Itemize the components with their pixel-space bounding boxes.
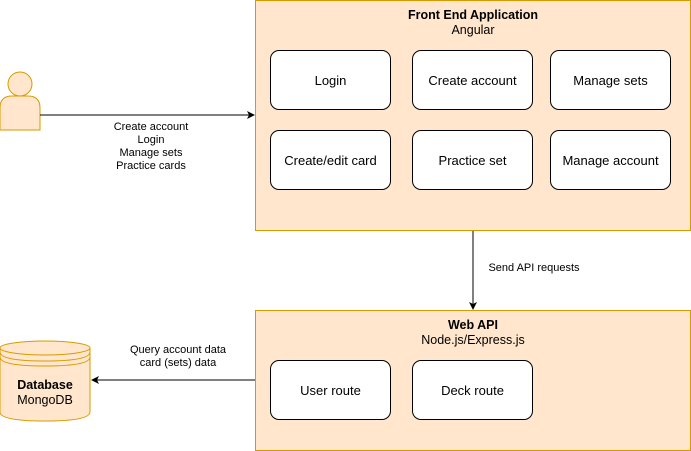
edge-label-line: card (sets) data xyxy=(139,357,217,369)
edge-label-line: Query account data xyxy=(129,344,226,356)
database-subtitle: MongoDB xyxy=(17,393,73,407)
create-account-box: Create account xyxy=(412,50,533,110)
database-title: Database xyxy=(17,378,73,392)
api-subtitle: Node.js/Express.js xyxy=(421,333,525,347)
api-title-block: Web API Node.js/Express.js xyxy=(256,318,690,348)
edge-label-query-data: Query account data card (sets) data xyxy=(110,344,246,370)
edge-label-user-actions: Create account Login Manage sets Practic… xyxy=(96,121,206,173)
database-label: Database MongoDB xyxy=(0,378,90,408)
edge-label-send-api-requests: Send API requests xyxy=(488,262,580,274)
login-box: Login xyxy=(270,50,391,110)
create-edit-card-box: Create/edit card xyxy=(270,130,391,190)
frontend-subtitle: Angular xyxy=(451,23,495,37)
edge-label-line: Create account xyxy=(113,121,189,133)
user-route-box: User route xyxy=(270,360,391,420)
user-actor-icon xyxy=(0,71,41,131)
edge-label-line: Practice cards xyxy=(116,160,186,172)
frontend-container: Front End Application Angular xyxy=(255,0,691,231)
api-title: Web API xyxy=(447,318,498,332)
manage-sets-box: Manage sets xyxy=(550,50,671,110)
edge-label-line: Login xyxy=(137,134,165,146)
edge-label-line: Manage sets xyxy=(119,147,183,159)
frontend-title: Front End Application xyxy=(407,8,539,22)
manage-account-box: Manage account xyxy=(550,130,671,190)
deck-route-box: Deck route xyxy=(412,360,533,420)
database-cylinder-icon xyxy=(0,340,91,422)
frontend-title-block: Front End Application Angular xyxy=(256,8,690,38)
practice-set-box: Practice set xyxy=(412,130,533,190)
